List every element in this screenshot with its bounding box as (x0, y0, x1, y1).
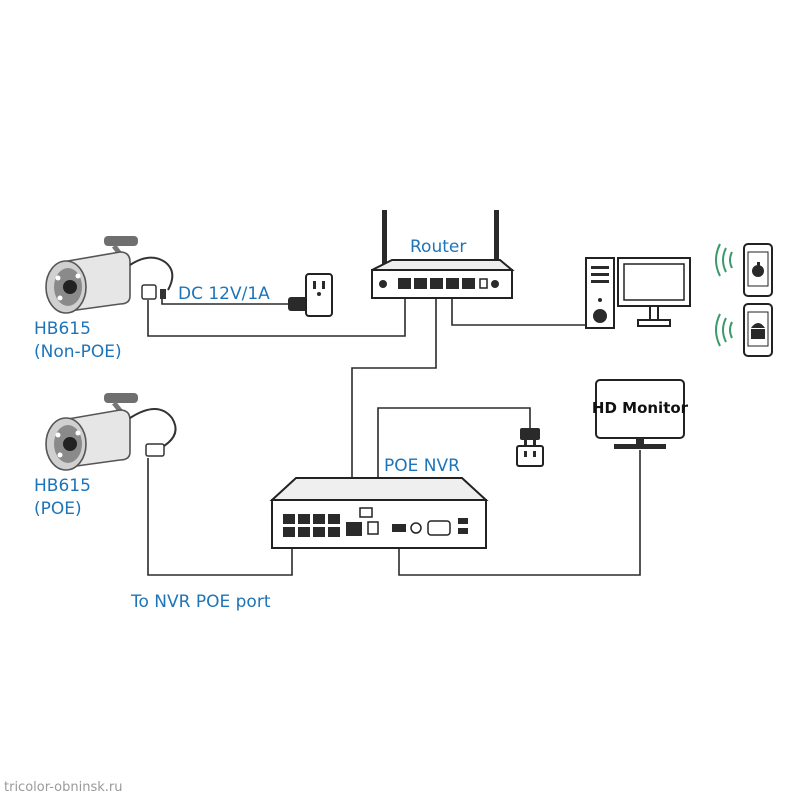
dc-power-label: DC 12V/1A (178, 284, 270, 304)
cam2-model-label: HB615 (34, 476, 91, 496)
wire-nvr-power (377, 407, 531, 522)
monitor-label: HD Monitor (592, 399, 689, 417)
cam1-type-label: (Non-POE) (34, 342, 122, 362)
pc-tower (585, 257, 615, 329)
wire-nvr-monitor (398, 450, 641, 576)
wire-cam2-nvr (147, 458, 293, 576)
wire-router-pc (451, 298, 590, 326)
router: Router (371, 210, 515, 299)
bullet-camera-icon (45, 393, 177, 471)
computer (585, 257, 691, 329)
connection-wires (147, 296, 641, 576)
router-ports (398, 278, 488, 289)
nvr-poe-ports (283, 514, 340, 537)
wire-router-nvr (351, 298, 437, 522)
camera-non-poe: HB615 (Non-POE) (34, 236, 174, 362)
wall-outlet-icon (516, 445, 544, 467)
wifi-icon (715, 313, 733, 347)
bullet-camera-icon (45, 236, 174, 314)
poe-port-label: To NVR POE port (130, 592, 271, 612)
watermark: tricolor-obninsk.ru (4, 780, 122, 795)
wifi-icon (715, 243, 733, 277)
poe-nvr: POE NVR (269, 456, 489, 549)
wire-cam1-router (147, 298, 406, 337)
router-antenna-left (382, 210, 387, 278)
power-plug-icon (520, 428, 540, 446)
nvr-hdmi-port (392, 524, 406, 532)
phone-ios (715, 243, 773, 297)
wall-outlet-icon (305, 273, 333, 317)
cam2-type-label: (POE) (34, 499, 82, 519)
nvr-vga-port (427, 520, 451, 536)
android-icon (751, 323, 765, 339)
nvr-lan-port (346, 522, 362, 536)
cam1-model-label: HB615 (34, 319, 91, 339)
pc-monitor (617, 257, 691, 327)
nvr-power-port (367, 521, 379, 535)
router-label: Router (410, 237, 466, 257)
hd-monitor: HD Monitor (592, 379, 689, 449)
camera-poe: HB615 (POE) (34, 393, 177, 519)
nvr-label: POE NVR (384, 456, 460, 476)
phone-android (715, 303, 773, 357)
apple-icon (752, 262, 764, 277)
router-antenna-right (494, 210, 499, 278)
